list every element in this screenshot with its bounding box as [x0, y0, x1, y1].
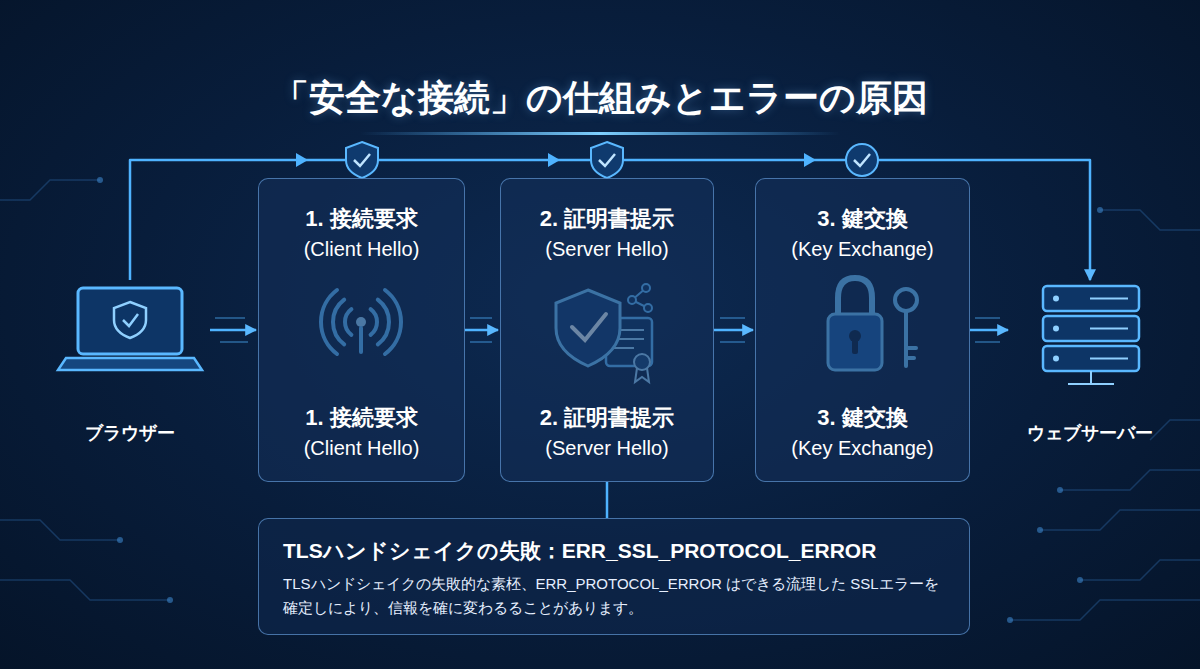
step-subtitle: (Client Hello) — [304, 435, 420, 461]
text-group: 1. 接続要求(Client Hello) — [304, 205, 420, 262]
step-subtitle: (Server Hello) — [545, 435, 668, 461]
server-icon — [1043, 286, 1139, 384]
step-title: 1. 接続要求 — [305, 205, 417, 234]
node-label: ブラウザー — [85, 421, 175, 445]
title-underline — [360, 132, 840, 135]
step-subtitle: (Server Hello) — [545, 236, 668, 262]
text-group: 2. 証明書提示(Server Hello) — [540, 404, 674, 461]
step-box: 1. 接続要求(Client Hello)1. 接続要求(Client Hell… — [258, 178, 465, 482]
step-title: 1. 接続要求 — [305, 404, 417, 433]
icon-node: ブラウザー — [50, 280, 210, 455]
flow-arrow — [714, 329, 753, 332]
step-box: 3. 鍵交換(Key Exchange)3. 鍵交換(Key Exchange) — [755, 178, 970, 482]
text-group: 2. 証明書提示(Server Hello) — [540, 205, 674, 262]
route-arrowhead — [296, 153, 816, 167]
note-heading: TLSハンドシェイクの失敗：ERR_SSL_PROTOCOL_ERROR — [283, 537, 945, 564]
step-subtitle: (Key Exchange) — [791, 236, 933, 262]
flow-arrow — [970, 329, 1008, 332]
text-group: 1. 接続要求(Client Hello) — [304, 404, 420, 461]
icon-node: ウェブサーバー — [1010, 280, 1170, 455]
step-subtitle: (Client Hello) — [304, 236, 420, 262]
diagram-title: 「安全な接続」の仕組みとエラーの原因 — [0, 74, 1200, 123]
shield-badge — [346, 142, 878, 178]
flow-arrow — [606, 482, 609, 518]
step-box: 2. 証明書提示(Server Hello)2. 証明書提示(Server He… — [500, 178, 714, 482]
text-group: 3. 鍵交換(Key Exchange) — [791, 205, 933, 262]
note-box: TLSハンドシェイクの失敗：ERR_SSL_PROTOCOL_ERROR TLSハ… — [258, 518, 970, 635]
step-title: 3. 鍵交換 — [817, 205, 907, 234]
step-subtitle: (Key Exchange) — [791, 435, 933, 461]
flow-arrow — [210, 329, 256, 332]
step-title: 2. 証明書提示 — [540, 404, 674, 433]
note-body: TLSハンドシェイクの失敗的な素柸、ERR_PROTOCOL_ERROR はでき… — [283, 572, 945, 619]
step-title: 3. 鍵交換 — [817, 404, 907, 433]
text-group: 3. 鍵交換(Key Exchange) — [791, 404, 933, 461]
laptop-icon — [58, 288, 202, 370]
node-label: ウェブサーバー — [1027, 421, 1153, 445]
flow-arrow — [465, 329, 498, 332]
step-title: 2. 証明書提示 — [540, 205, 674, 234]
